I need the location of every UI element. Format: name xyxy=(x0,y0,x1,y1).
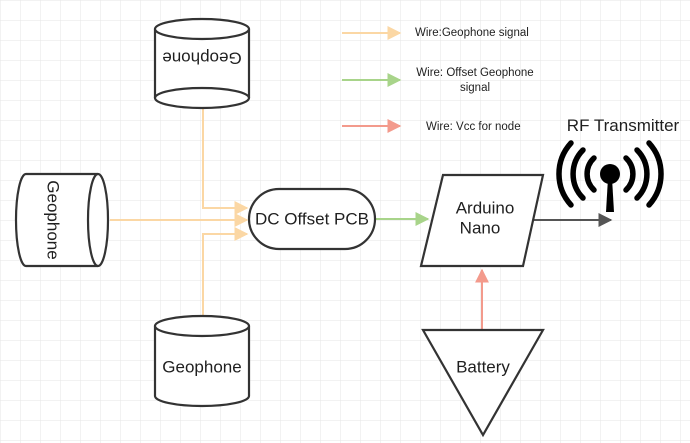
arduino-label-line1: Arduino xyxy=(456,198,515,217)
legend-offset-signal-label-line2: signal xyxy=(460,82,490,94)
arduino-label-line2: Nano xyxy=(460,218,501,237)
geophone-top-node: Geophone xyxy=(153,17,251,110)
geophone-left-node: Geophone xyxy=(14,172,110,268)
geophone-bottom-label: Geophone xyxy=(162,357,241,376)
dc-offset-label: DC Offset PCB xyxy=(255,209,369,228)
arduino-node: Arduino Nano xyxy=(419,173,545,268)
geophone-top-label: Geophone xyxy=(162,49,241,68)
dc-offset-box xyxy=(247,187,377,251)
dc-offset-node: DC Offset PCB xyxy=(247,187,377,251)
arduino-box xyxy=(419,173,545,268)
legend-vcc-label: Wire: Vcc for node xyxy=(426,121,521,133)
geophone-bottom-node: Geophone xyxy=(153,314,251,408)
legend: Wire:Geophone signal Wire: Offset Geopho… xyxy=(342,26,534,133)
geophone-left-face-line xyxy=(86,172,99,268)
rf-transmitter-label: RF Transmitter xyxy=(567,116,680,135)
battery-node: Battery xyxy=(421,328,545,438)
wire-geophone-top xyxy=(202,108,249,215)
wires xyxy=(110,108,613,330)
geophone-top-rim xyxy=(153,17,251,41)
geophone-left-label: Geophone xyxy=(44,180,63,259)
geophone-bottom-body xyxy=(153,326,251,408)
legend-offset-signal-label-line1: Wire: Offset Geophone xyxy=(416,67,533,79)
battery-label: Battery xyxy=(456,357,510,376)
legend-geophone-signal-label: Wire:Geophone signal xyxy=(415,27,529,39)
antenna-broadcast-icon xyxy=(556,140,664,212)
battery-triangle xyxy=(421,328,545,438)
wire-geophone-bottom xyxy=(202,227,249,317)
geophone-top-base-line xyxy=(153,86,251,99)
geophone-bottom-rim xyxy=(153,314,251,338)
rf-transmitter-node: RF Transmitter xyxy=(556,116,680,212)
